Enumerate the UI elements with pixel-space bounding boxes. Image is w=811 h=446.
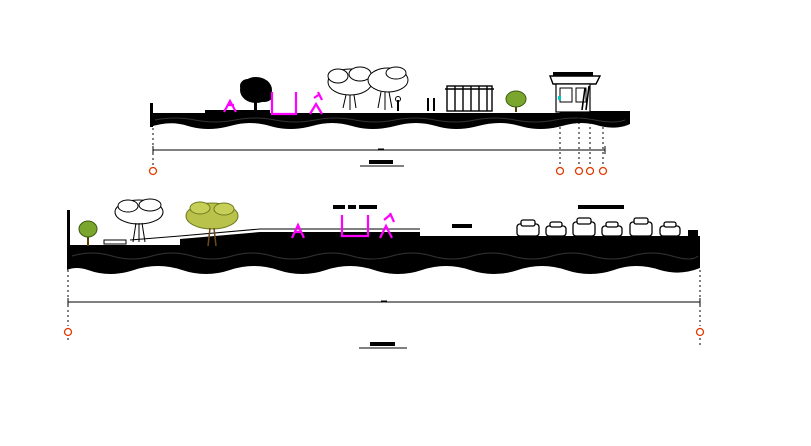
upper-pergola (445, 85, 494, 112)
lower-edge-wall (67, 210, 70, 250)
grid-marker (598, 166, 608, 176)
lower-slope-line (129, 228, 420, 241)
lower-dimension-line (67, 298, 701, 306)
upper-kiosk (548, 72, 602, 113)
grid-marker (555, 166, 565, 176)
lower-grid-markers (63, 327, 705, 337)
lower-parked-cars (516, 217, 681, 237)
upper-grid-lines (152, 112, 604, 166)
car (601, 221, 623, 237)
upper-ground-texture (154, 117, 626, 123)
grid-marker (574, 166, 584, 176)
grid-marker (148, 166, 158, 176)
car (516, 219, 540, 237)
grid-marker (63, 327, 73, 337)
lower-outline-tree (114, 198, 164, 243)
lower-ground-texture (71, 252, 699, 260)
upper-green-tree (505, 90, 527, 112)
lower-climber (379, 212, 396, 239)
upper-play-equipment (223, 91, 323, 116)
car (572, 217, 596, 237)
lower-title-block (359, 342, 407, 349)
lower-bench (103, 239, 127, 245)
upper-climber (309, 91, 323, 115)
grid-marker (585, 166, 595, 176)
upper-slide-u (270, 92, 298, 116)
upper-dark-tree (240, 77, 273, 111)
upper-post (397, 100, 399, 111)
car (545, 221, 567, 237)
lower-ground (67, 232, 700, 274)
lower-slide-u (340, 215, 370, 238)
lower-section (63, 198, 705, 349)
lower-green-tree (78, 220, 98, 246)
car (629, 217, 653, 237)
lower-grid-lines (67, 270, 701, 346)
upper-section (148, 66, 630, 176)
car (659, 221, 681, 237)
upper-outline-trees (327, 66, 409, 110)
lower-road-label (452, 224, 472, 228)
upper-fence-posts (427, 98, 435, 111)
lower-label-block (333, 205, 377, 209)
upper-swing-a-frame (223, 98, 237, 113)
grid-marker (695, 327, 705, 337)
lower-parking-label (578, 205, 624, 209)
upper-ground (150, 110, 630, 129)
upper-title-block (360, 160, 404, 167)
lower-play-equipment (291, 212, 396, 239)
lower-swing-a-frame (291, 222, 305, 239)
upper-grid-markers (148, 166, 608, 176)
lower-yellow-tree (185, 201, 239, 247)
lower-end-block (688, 230, 698, 236)
upper-dimension-line (152, 146, 606, 154)
